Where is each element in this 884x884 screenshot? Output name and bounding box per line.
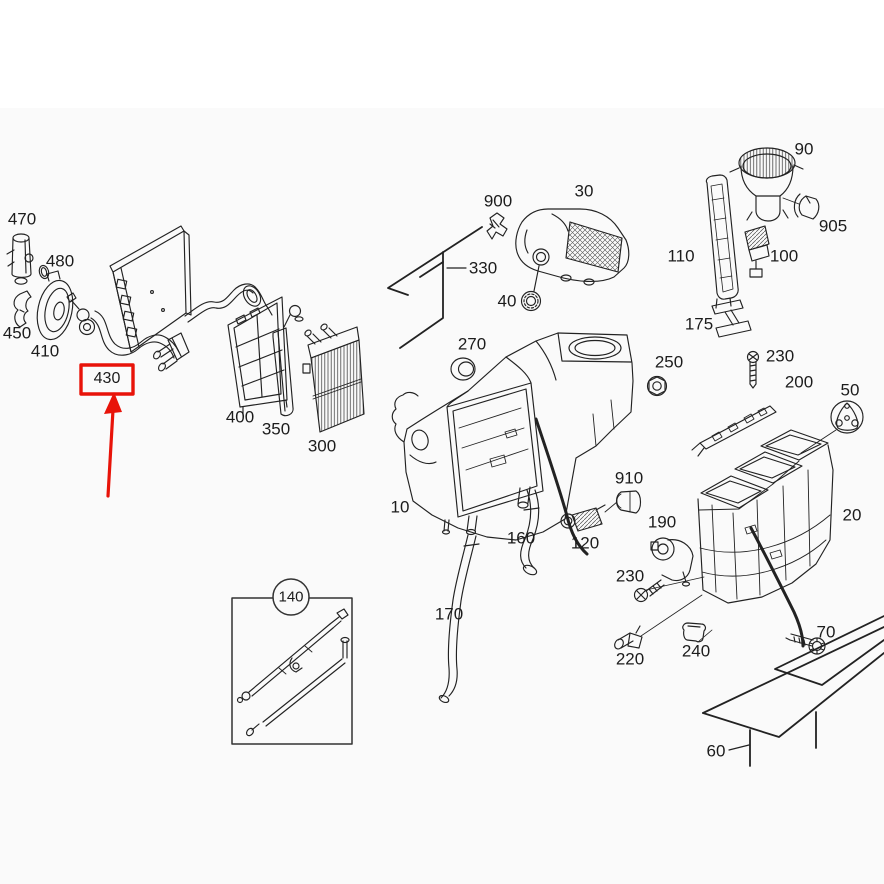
part-label-90: 90 bbox=[794, 139, 814, 159]
part-label-10: 10 bbox=[390, 497, 410, 517]
expansion-tank-350-drawing bbox=[272, 304, 304, 417]
heater-core-frame-400-drawing bbox=[227, 296, 288, 415]
part-label-230-b: 230 bbox=[615, 566, 645, 586]
highlight-box bbox=[79, 363, 135, 396]
part-label-20: 20 bbox=[842, 505, 862, 525]
rear-housing-20-drawing bbox=[697, 429, 834, 604]
part-label-30: 30 bbox=[574, 181, 594, 201]
valve-120-drawing bbox=[560, 501, 618, 532]
part-label-60: 60 bbox=[706, 741, 726, 761]
part-label-905: 905 bbox=[818, 216, 848, 236]
highlight-arrow-shaft bbox=[106, 408, 115, 498]
control-cable-drawing bbox=[534, 417, 589, 556]
part-label-70: 70 bbox=[816, 622, 836, 642]
insulation-mat-60-drawing bbox=[702, 615, 884, 767]
o-ring-480-drawing bbox=[38, 264, 50, 280]
screw-230-top-drawing bbox=[746, 350, 760, 389]
evaporator-pipes-430-drawing bbox=[90, 310, 190, 372]
hose-160-drawing bbox=[520, 489, 540, 576]
part-label-450: 450 bbox=[2, 323, 32, 343]
part-label-330: 330 bbox=[468, 258, 498, 278]
part-label-240: 240 bbox=[681, 641, 711, 661]
part-label-200: 200 bbox=[784, 372, 814, 392]
part-label-160: 160 bbox=[506, 528, 536, 548]
heater-pipes-drawing bbox=[184, 283, 273, 323]
part-label-900: 900 bbox=[483, 191, 513, 211]
connector-910-drawing bbox=[615, 490, 642, 514]
blower-motor-90-drawing bbox=[729, 147, 804, 222]
bracket-905-drawing bbox=[782, 193, 820, 220]
part-label-190: 190 bbox=[647, 512, 677, 532]
part-label-40: 40 bbox=[497, 291, 517, 311]
bracket-900-drawing bbox=[486, 212, 508, 240]
heater-core-300-drawing bbox=[302, 323, 365, 433]
pipe-flange-fitting-drawing bbox=[66, 292, 96, 336]
part-label-140: 140 bbox=[278, 588, 304, 606]
mounting-rail-200-drawing bbox=[691, 405, 777, 457]
part-label-250: 250 bbox=[654, 352, 684, 372]
part-label-170: 170 bbox=[434, 604, 464, 624]
plate-50-drawing bbox=[800, 400, 864, 454]
main-housing-10-drawing bbox=[391, 332, 634, 541]
rear-cable-drawing bbox=[749, 526, 805, 648]
part-label-50: 50 bbox=[840, 380, 860, 400]
nut-250-drawing bbox=[646, 375, 668, 397]
part-label-480: 480 bbox=[45, 251, 75, 271]
flange-410-drawing bbox=[36, 270, 74, 341]
blower-regulator-100-drawing bbox=[744, 225, 770, 278]
highlight-430 bbox=[79, 363, 135, 498]
part-label-100: 100 bbox=[769, 246, 799, 266]
part-label-220: 220 bbox=[615, 649, 645, 669]
screw-230-bottom-drawing bbox=[633, 576, 705, 603]
clip-450-drawing bbox=[13, 290, 32, 328]
refrigerant-line-330-schematic bbox=[387, 226, 483, 349]
fitting-220-drawing bbox=[614, 594, 703, 650]
part-label-300: 300 bbox=[307, 436, 337, 456]
part-label-350: 350 bbox=[261, 419, 291, 439]
bracket-175-drawing bbox=[711, 299, 752, 338]
part-label-110: 110 bbox=[667, 246, 695, 266]
part-label-120: 120 bbox=[570, 533, 600, 553]
part-label-175: 175 bbox=[684, 314, 714, 334]
grommet-40-drawing bbox=[520, 265, 542, 312]
part-label-410: 410 bbox=[30, 341, 60, 361]
part-label-430: 430 bbox=[93, 370, 121, 387]
part-label-910: 910 bbox=[614, 468, 644, 488]
part-label-470: 470 bbox=[7, 209, 37, 229]
part-label-230-a: 230 bbox=[765, 346, 795, 366]
clip-240-drawing bbox=[682, 622, 713, 643]
diagram-background bbox=[0, 108, 884, 884]
air-intake-30-drawing bbox=[515, 208, 630, 286]
expansion-valve-470-drawing bbox=[6, 233, 34, 285]
part-label-400: 400 bbox=[225, 407, 255, 427]
seal-ring-270-drawing bbox=[450, 357, 476, 381]
drain-hose-170-drawing bbox=[438, 534, 480, 704]
group-box-140 bbox=[231, 578, 353, 745]
part-label-270: 270 bbox=[457, 334, 487, 354]
cabin-filter-110-drawing bbox=[705, 174, 739, 309]
highlight-arrow-head bbox=[104, 392, 122, 414]
actuator-190-drawing bbox=[650, 537, 694, 587]
